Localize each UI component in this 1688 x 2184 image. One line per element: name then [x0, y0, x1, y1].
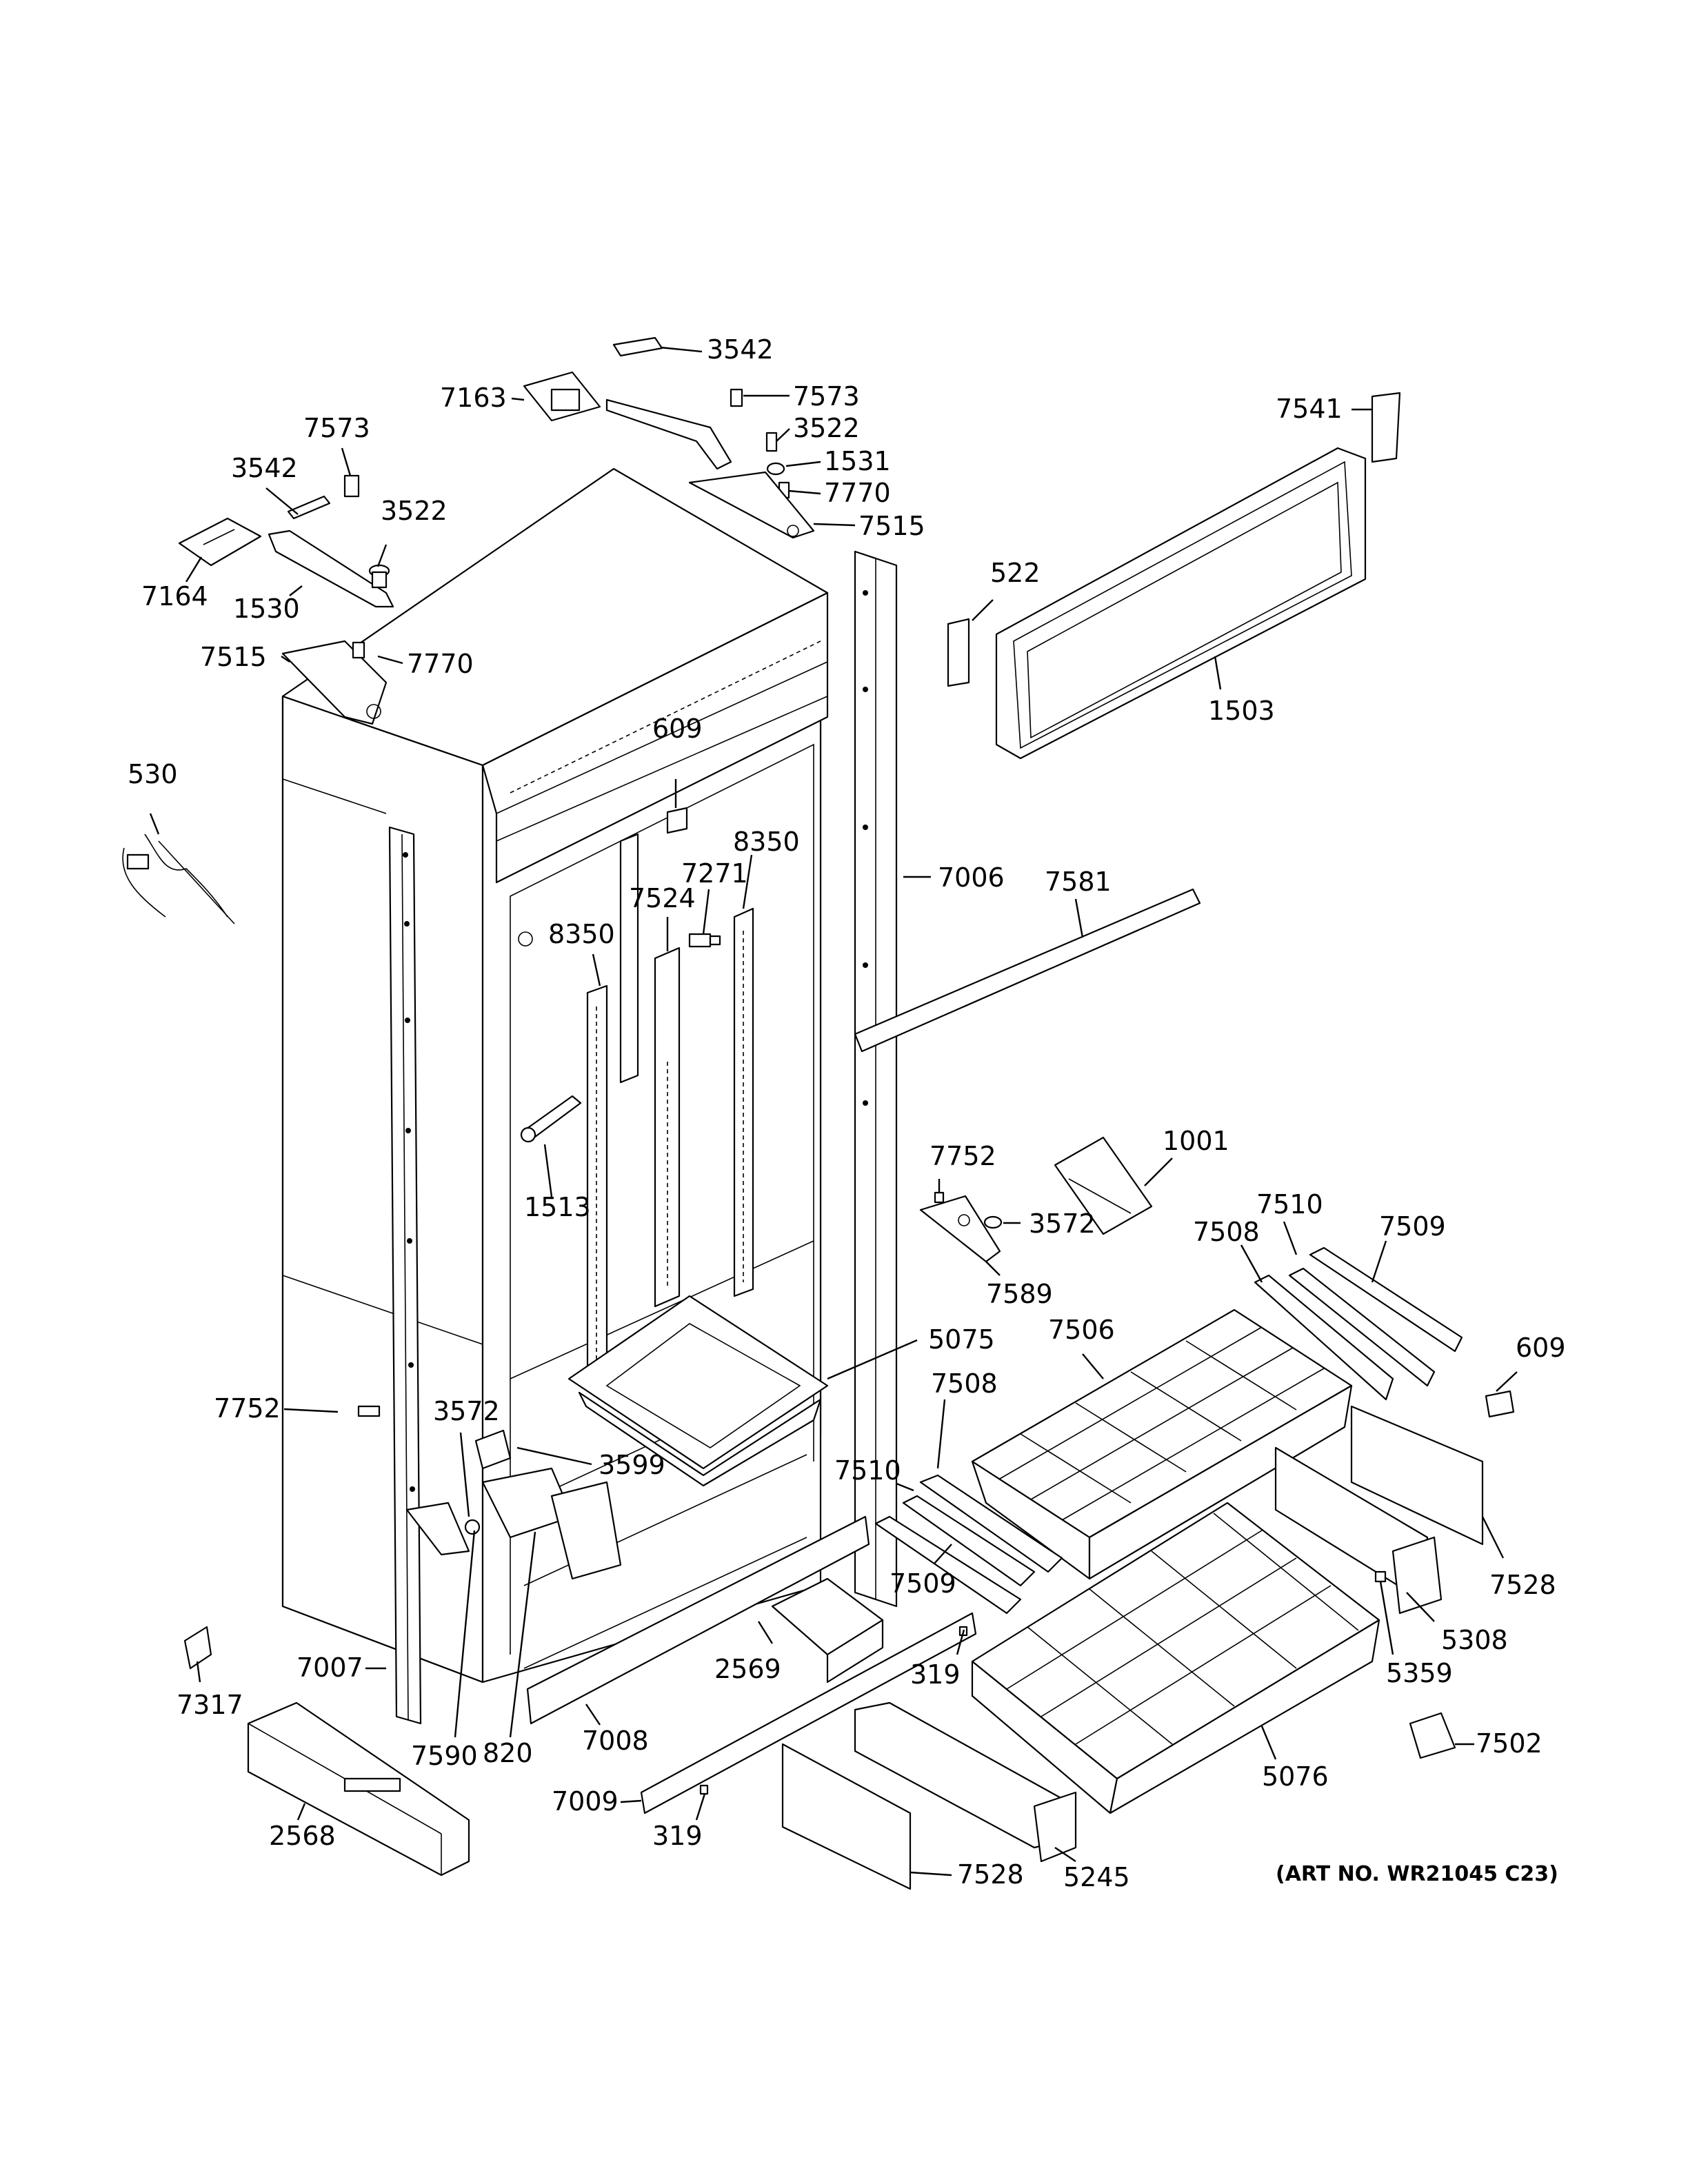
callout-5076: 5076 — [1262, 1761, 1329, 1792]
part-609b-drawing — [1485, 1390, 1515, 1418]
callout-1001: 1001 — [1163, 1126, 1229, 1156]
callout-5245: 5245 — [1063, 1862, 1130, 1892]
callout-1503: 1503 — [1208, 696, 1275, 726]
art-number: (ART NO. WR21045 C23) — [1276, 1862, 1558, 1886]
callout-1513: 1513 — [524, 1192, 591, 1222]
callout-609: 609 — [1516, 1333, 1566, 1363]
callout-7515: 7515 — [200, 642, 267, 672]
callout-3522: 3522 — [793, 413, 860, 443]
callout-3572: 3572 — [1029, 1209, 1096, 1239]
callout-319: 319 — [910, 1659, 961, 1690]
hinge-right-drawing — [523, 336, 815, 539]
bracket-1001-drawing — [1054, 1136, 1153, 1235]
callout-7506: 7506 — [1048, 1315, 1115, 1345]
callout-5075: 5075 — [928, 1324, 995, 1355]
callout-7515: 7515 — [858, 511, 925, 541]
callout-7770: 7770 — [407, 649, 474, 679]
callout-7590: 7590 — [411, 1741, 478, 1771]
callout-7164: 7164 — [141, 581, 208, 611]
housing-2568-drawing — [247, 1701, 470, 1877]
callout-7752: 7752 — [930, 1141, 996, 1171]
callout-8350: 8350 — [548, 919, 615, 949]
housing-5245-drawing — [854, 1701, 1077, 1863]
part-7317-drawing — [183, 1626, 212, 1670]
callout-3542: 3542 — [231, 453, 298, 483]
basket-5076-drawing — [971, 1502, 1380, 1814]
callout-3572: 3572 — [433, 1396, 500, 1426]
left-rail-7007-drawing — [388, 826, 422, 1725]
basket-7506-drawing — [971, 1308, 1353, 1580]
callout-609: 609 — [652, 714, 703, 744]
callout-7510: 7510 — [834, 1455, 901, 1486]
callout-7508: 7508 — [1193, 1217, 1260, 1247]
callout-7752: 7752 — [214, 1393, 281, 1424]
callout-7581: 7581 — [1045, 867, 1112, 897]
callout-3599: 3599 — [599, 1450, 665, 1480]
damper-820-drawing — [357, 1405, 622, 1580]
part-7271-drawing — [688, 933, 721, 948]
crossbar-7581-drawing — [854, 888, 1201, 1082]
callout-7007: 7007 — [297, 1652, 363, 1683]
callout-319: 319 — [652, 1821, 703, 1851]
callout-7770: 7770 — [824, 478, 891, 508]
plate-7008-drawing — [526, 1515, 884, 1725]
callout-3522: 3522 — [381, 496, 448, 526]
callout-522: 522 — [990, 558, 1041, 588]
bracket-7589-drawing — [919, 1191, 1003, 1263]
callout-1531: 1531 — [824, 446, 891, 476]
callout-7541: 7541 — [1276, 394, 1343, 424]
callout-8350: 8350 — [733, 827, 800, 857]
callout-7502: 7502 — [1476, 1728, 1543, 1759]
hose-530-drawing — [122, 833, 235, 924]
callout-7509: 7509 — [1379, 1211, 1446, 1242]
bin-5075-drawing — [567, 1295, 829, 1487]
callout-7317: 7317 — [177, 1690, 243, 1720]
callout-3542: 3542 — [707, 334, 774, 365]
callout-labels: 3542 7163 7573 3522 1531 7770 7515 7541 … — [128, 334, 1566, 1892]
shelf-support-upper-drawing — [1254, 1246, 1463, 1401]
callout-7508: 7508 — [931, 1368, 998, 1399]
part-609a-drawing — [666, 807, 688, 834]
callout-7510: 7510 — [1256, 1189, 1323, 1220]
callout-5308: 5308 — [1441, 1625, 1508, 1655]
part-7502-drawing — [1409, 1712, 1456, 1759]
callout-7008: 7008 — [582, 1726, 649, 1756]
shelf-support-lower-drawing — [874, 1474, 1063, 1615]
callout-7009: 7009 — [552, 1786, 619, 1817]
door-1503-drawing — [947, 392, 1401, 760]
callout-530: 530 — [128, 759, 178, 789]
callout-7528: 7528 — [957, 1859, 1024, 1890]
shelf-rails-drawing — [586, 833, 754, 1380]
leader-lines — [149, 346, 1518, 1877]
callout-1530: 1530 — [233, 594, 300, 624]
panel-7528b-drawing — [781, 1743, 912, 1890]
callout-7573: 7573 — [303, 413, 370, 443]
callout-5359: 5359 — [1386, 1658, 1453, 1688]
right-rail-7006-drawing — [854, 550, 898, 1608]
panel-7528a-drawing — [1274, 1405, 1484, 1615]
callout-7509: 7509 — [890, 1568, 956, 1599]
callout-7573: 7573 — [793, 381, 860, 412]
callout-7006: 7006 — [938, 862, 1005, 893]
callout-7528: 7528 — [1489, 1570, 1556, 1600]
callout-2568: 2568 — [269, 1821, 336, 1851]
callout-7271: 7271 — [681, 858, 748, 889]
callout-7163: 7163 — [440, 383, 507, 413]
callout-820: 820 — [483, 1738, 533, 1768]
part-1513-drawing — [520, 1095, 582, 1143]
callout-7524: 7524 — [629, 883, 696, 913]
callout-2569: 2569 — [714, 1654, 781, 1684]
callout-7589: 7589 — [986, 1279, 1053, 1309]
hinge-left-drawing — [178, 474, 394, 725]
